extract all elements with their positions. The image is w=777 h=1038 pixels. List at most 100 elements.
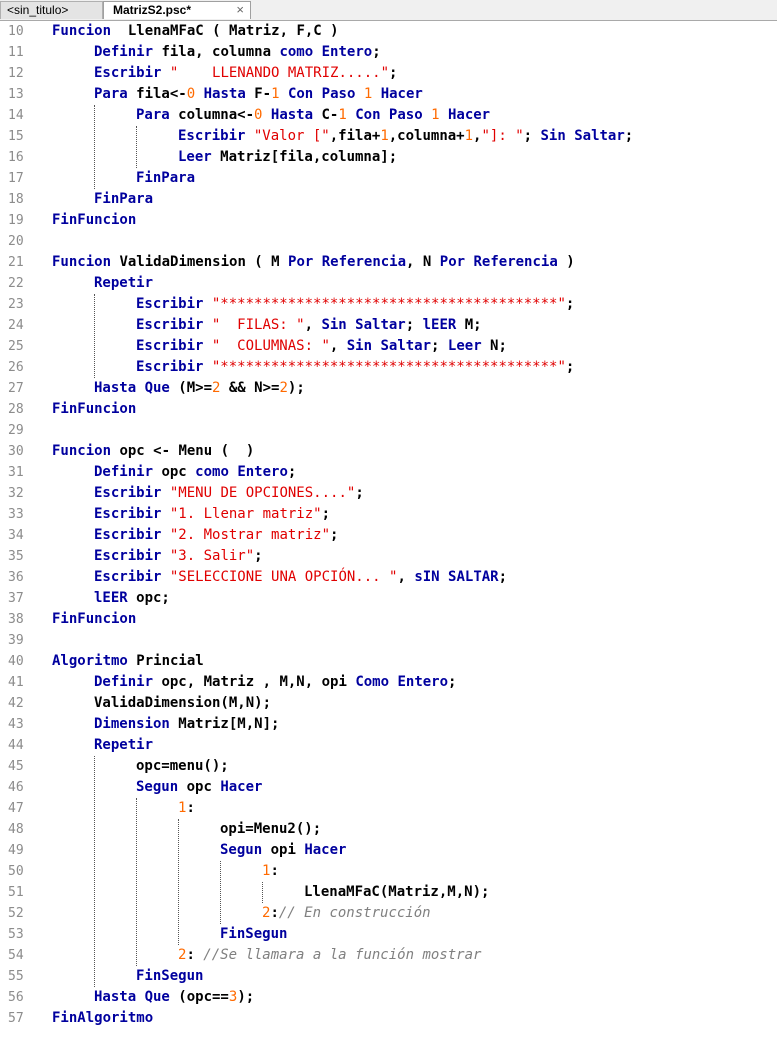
number-token: 1 <box>380 128 389 144</box>
code-text: FinSegun <box>220 924 287 945</box>
line-number: 29 <box>8 423 24 438</box>
code-token <box>203 338 211 354</box>
line-number: 51 <box>8 885 24 900</box>
code-token: fila, columna <box>153 44 280 60</box>
tab-sin-titulo[interactable]: <sin_titulo> <box>0 1 103 19</box>
code-line[interactable]: 39 <box>0 630 777 651</box>
line-number: 42 <box>8 696 24 711</box>
keyword-token: Por Referencia <box>439 254 558 270</box>
line-number: 43 <box>8 717 24 732</box>
keyword-token: FinSegun <box>220 926 288 942</box>
line-number: 45 <box>8 759 24 774</box>
code-line[interactable]: 29 <box>0 420 777 441</box>
keyword-token: Sin Saltar <box>346 338 432 354</box>
code-line[interactable]: 20 <box>0 231 777 252</box>
keyword-token: Segun <box>220 842 263 858</box>
code-text: Segun opc Hacer <box>136 777 262 798</box>
code-line[interactable]: 16 Leer Matriz[fila,columna]; <box>0 147 777 168</box>
keyword-token: sIN SALTAR <box>414 569 499 585</box>
line-number: 56 <box>8 990 24 1005</box>
editor-tab-bar: <sin_titulo> MatrizS2.psc* × <box>0 0 777 21</box>
keyword-token: FinSegun <box>136 968 204 984</box>
code-token: ,columna+ <box>388 128 465 144</box>
keyword-token: Por Referencia <box>288 254 407 270</box>
code-token <box>161 527 169 543</box>
code-text: FinPara <box>136 168 195 189</box>
code-token: opc; <box>127 590 170 606</box>
keyword-token: Funcion <box>52 254 112 270</box>
code-token: ValidaDimension(M,N); <box>94 695 272 711</box>
code-token: LlenaMFaC ( Matriz, F,C ) <box>119 23 339 39</box>
code-token: ; <box>355 485 364 501</box>
tab-matrizs2[interactable]: MatrizS2.psc* × <box>103 1 251 19</box>
indent-guide <box>178 819 179 945</box>
indent-guide <box>94 294 95 378</box>
line-number: 16 <box>8 150 24 165</box>
code-text: Escribir "2. Mostrar matriz"; <box>94 525 338 546</box>
line-number: 28 <box>8 402 24 417</box>
code-line[interactable]: 42 ValidaDimension(M,N); <box>0 693 777 714</box>
code-token: columna<- <box>169 107 255 123</box>
keyword-token: Segun <box>136 779 179 795</box>
code-token: N; <box>481 338 507 354</box>
code-token: opc <box>153 464 196 480</box>
keyword-token: como <box>195 464 229 480</box>
code-token <box>440 107 448 123</box>
keyword-token: Hacer <box>380 86 423 102</box>
close-icon[interactable]: × <box>236 2 244 17</box>
code-text: Funcion ValidaDimension ( M Por Referenc… <box>52 252 575 273</box>
code-text: Leer Matriz[fila,columna]; <box>178 147 397 168</box>
code-text: FinFuncion <box>52 609 136 630</box>
keyword-token: Escribir <box>136 296 204 312</box>
code-token: Matriz[M,N]; <box>169 716 280 732</box>
string-token: "SELECCIONE UNA OPCIÓN... " <box>169 569 398 585</box>
line-number: 19 <box>8 213 24 228</box>
line-number: 50 <box>8 864 24 879</box>
code-text: Escribir "******************************… <box>136 357 574 378</box>
